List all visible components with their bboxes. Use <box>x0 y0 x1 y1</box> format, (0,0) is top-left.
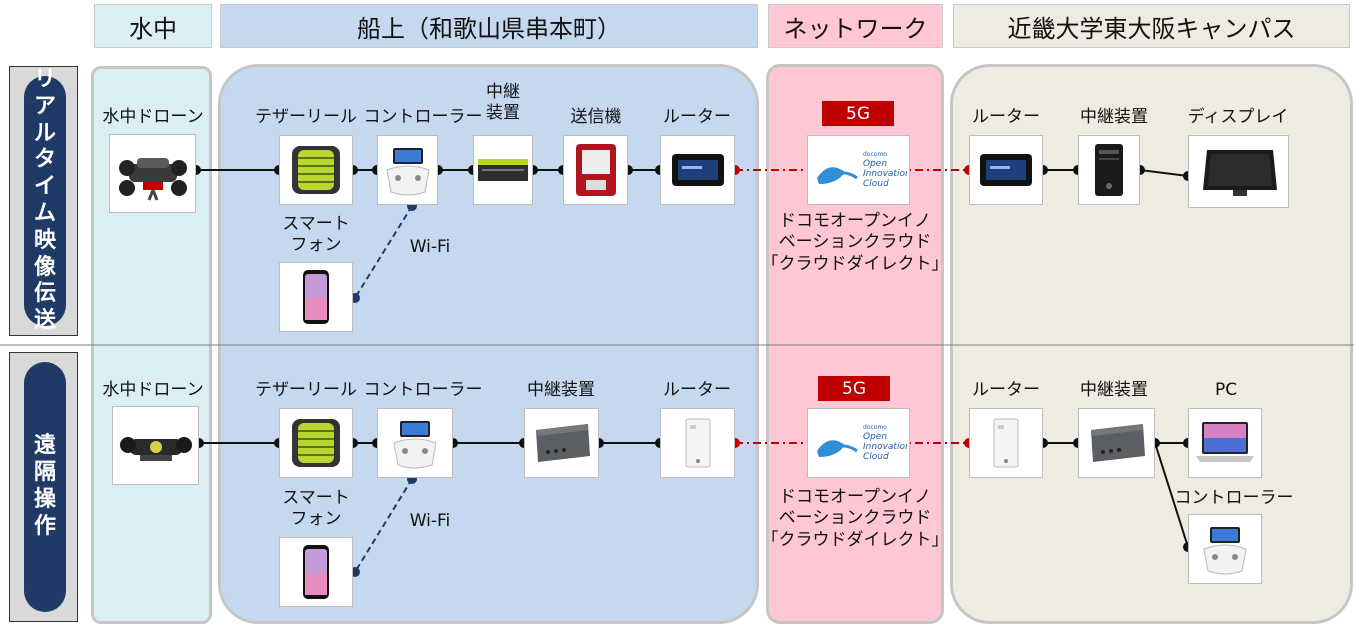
tether-reel-icon <box>292 419 340 467</box>
row2-wifi-link <box>354 478 413 573</box>
label-drone-1: 水中ドローン <box>102 107 204 127</box>
relay-device-icon <box>478 159 528 181</box>
label-cloud-1: ドコモオープンイノベーションクラウド「クラウドダイレクト」 <box>762 211 949 275</box>
device-router-campus-2 <box>969 408 1043 478</box>
label-controller-2: コントローラー <box>363 380 483 400</box>
display-monitor-icon <box>1202 149 1277 196</box>
label-controller-1: コントローラー <box>363 107 483 127</box>
device-cloud-1: docomo Open Innovation Cloud <box>807 135 910 205</box>
label-cloud-2-text: ドコモオープンイノベーションクラウド「クラウドダイレクト」 <box>761 487 949 550</box>
laptop-icon <box>1196 422 1254 462</box>
label-relay-campus-1: 中継装置 <box>1080 107 1148 127</box>
cloud-logo-icon: docomo Open Innovation Cloud <box>816 424 907 462</box>
label-tether-1: テザーリール <box>255 107 357 127</box>
wall-router-icon <box>993 418 1019 468</box>
label-relay-campus-2: 中継装置 <box>1080 380 1148 400</box>
controller-icon <box>385 148 430 196</box>
label-display-1: ディスプレイ <box>1187 107 1289 127</box>
relay-box-icon <box>1090 424 1145 462</box>
device-display-1 <box>1188 135 1289 208</box>
device-cloud-2: docomo Open Innovation Cloud <box>807 408 910 478</box>
device-router-campus-1 <box>969 135 1043 205</box>
label-pc-2: PC <box>1214 380 1238 400</box>
label-relay-1: 中継装置 <box>486 82 520 125</box>
cloud-logo-line2: Open <box>863 432 887 442</box>
label-smartphone-1: スマートフォン <box>282 214 350 257</box>
header-onboard-text: 船上（和歌山県串本町） <box>357 14 621 43</box>
cloud-logo-line2: Open <box>863 159 887 169</box>
device-pc-2 <box>1188 408 1262 478</box>
device-smartphone-1 <box>279 262 353 332</box>
device-router-1 <box>660 135 735 205</box>
label-transmitter-1: 送信機 <box>570 107 622 127</box>
controller-icon <box>1203 527 1247 575</box>
label-wifi-2: Wi-Fi <box>409 511 451 531</box>
header-onboard: 船上（和歌山県串本町） <box>220 4 758 48</box>
device-router-2 <box>660 408 735 478</box>
controller-icon <box>393 421 437 469</box>
tower-pc-icon <box>1095 144 1123 196</box>
underwater-drone-icon <box>118 157 187 201</box>
device-controller-1 <box>377 135 438 205</box>
label-smartphone-2: スマートフォン <box>282 488 350 531</box>
label-router-1: ルーター <box>663 107 731 127</box>
device-relay-campus-1 <box>1078 135 1140 205</box>
row-label-realtime: リアルタイム映像伝送 <box>24 67 66 333</box>
label-drone-2: 水中ドローン <box>102 380 204 400</box>
label-controller-campus-2: コントローラー <box>1174 488 1294 508</box>
header-campus-text: 近畿大学東大阪キャンパス <box>1007 14 1296 43</box>
device-drone-2 <box>112 406 199 485</box>
header-underwater-text: 水中 <box>129 14 177 43</box>
cloud-logo-line3: Innovation <box>863 442 907 452</box>
device-controller-campus-2 <box>1188 514 1262 584</box>
header-underwater: 水中 <box>94 4 212 48</box>
label-router-campus-2: ルーター <box>972 380 1040 400</box>
smartphone-icon <box>303 270 329 324</box>
label-tether-2: テザーリール <box>255 380 357 400</box>
label-cloud-2: ドコモオープンイノベーションクラウド「クラウドダイレクト」 <box>762 487 949 551</box>
cloud-logo-line4: Cloud <box>863 179 889 189</box>
device-drone-1 <box>109 134 196 213</box>
cloud-logo-line4: Cloud <box>863 452 889 462</box>
device-relay-campus-2 <box>1078 408 1155 478</box>
label-cloud-1-text: ドコモオープンイノベーションクラウド「クラウドダイレクト」 <box>761 211 949 274</box>
badge-5g-2: 5G <box>818 376 890 401</box>
label-smartphone-2-text: スマートフォン <box>282 488 350 530</box>
label-wifi-1: Wi-Fi <box>409 237 451 257</box>
router-icon <box>671 154 724 186</box>
label-smartphone-1-text: スマートフォン <box>282 214 350 256</box>
device-controller-2 <box>377 408 453 478</box>
row2-links <box>199 442 1189 548</box>
router-icon <box>980 154 1032 186</box>
label-router-2: ルーター <box>663 380 731 400</box>
device-tether-1 <box>279 135 353 205</box>
cloud-logo-line1: docomo <box>863 151 887 158</box>
underwater-drone-icon <box>119 436 192 461</box>
relay-box-icon <box>535 424 590 462</box>
label-relay-1-text: 中継装置 <box>486 82 520 124</box>
cloud-logo-icon: docomo Open Innovation Cloud <box>816 151 907 189</box>
smartphone-icon <box>303 545 329 599</box>
device-relay-1 <box>473 135 533 205</box>
label-relay-2: 中継装置 <box>527 380 595 400</box>
tether-reel-icon <box>292 146 340 194</box>
wall-router-icon <box>685 418 710 468</box>
cloud-logo-line1: docomo <box>863 424 887 431</box>
header-network: ネットワーク <box>768 4 943 48</box>
row1-wifi-link <box>354 205 413 299</box>
cloud-logo-line3: Innovation <box>863 169 907 179</box>
device-transmitter-1 <box>563 135 628 205</box>
row-label-remote-text: 遠隔操作 <box>33 433 56 539</box>
device-relay-2 <box>524 408 599 478</box>
badge-5g-1: 5G <box>822 101 894 126</box>
header-network-text: ネットワーク <box>783 14 928 43</box>
device-tether-2 <box>279 408 353 478</box>
label-router-campus-1: ルーター <box>972 107 1040 127</box>
transmitter-icon <box>575 144 616 196</box>
device-smartphone-2 <box>279 537 353 607</box>
row-label-remote: 遠隔操作 <box>24 362 66 612</box>
header-campus: 近畿大学東大阪キャンパス <box>953 4 1350 48</box>
row-label-realtime-text: リアルタイム映像伝送 <box>33 66 56 334</box>
